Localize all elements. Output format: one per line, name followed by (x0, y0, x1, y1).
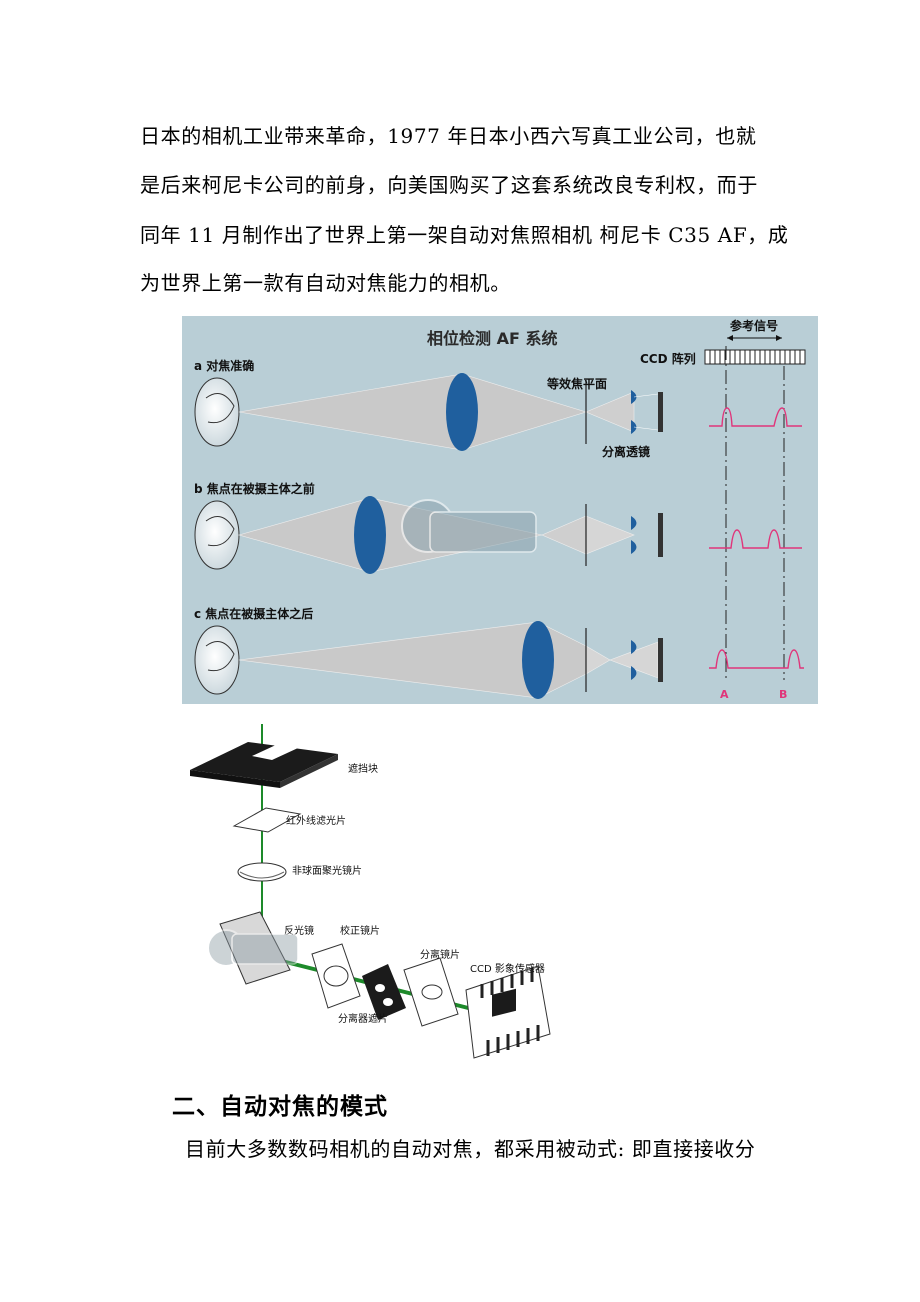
section-heading: 二、自动对焦的模式 (172, 1094, 388, 1120)
arrow-right-icon (776, 335, 782, 341)
reflector-mirror (219, 911, 291, 985)
arrow-left-icon (727, 335, 733, 341)
phase-detection-af-diagram: 相位检测 AF 系统 参考信号 CCD 阵列 A B a 对焦准确 (182, 316, 818, 704)
case-c-label: c 焦点在被摄主体之后 (194, 606, 313, 621)
separator-lens-element (403, 957, 459, 1027)
watermark-logo (401, 499, 537, 553)
ccd-array-label: CCD 阵列 (640, 351, 696, 366)
reference-signal-label: 参考信号 (730, 318, 778, 333)
separator-lens-pair (631, 516, 637, 554)
separator-mask-label: 分离器遮片 (338, 1012, 388, 1025)
correction-lens (311, 943, 361, 1009)
paragraph-line-1: 日本的相机工业带来革命，1977 年日本小西六写真工业公司，也就 (140, 124, 757, 148)
main-lens (354, 496, 386, 574)
separator-mask (362, 964, 406, 1020)
signal-waveform-a (709, 407, 802, 427)
case-b-label: b 焦点在被摄主体之前 (194, 481, 315, 496)
section-body-line: 目前大多数数码相机的自动对焦，都采用被动式: 即直接接收分 (185, 1137, 756, 1161)
case-c-optics (194, 621, 663, 699)
ccd-sensor (658, 513, 663, 557)
paragraph-line-2: 是后来柯尼卡公司的前身，向美国购买了这套系统改良专利权，而于 (140, 173, 758, 197)
af-module-exploded-diagram: 遮挡块 红外线滤光片 非球面聚光镜片 反光镜 校正镜片 分离器遮片 分离镜片 (190, 724, 551, 1059)
main-lens (446, 373, 478, 451)
subject-eye-icon (194, 625, 240, 695)
paragraph-line-4: 为世界上第一款有自动对焦能力的相机。 (140, 271, 511, 295)
shield-label: 遮挡块 (348, 762, 378, 775)
separator-lens-pair (631, 640, 637, 680)
case-a-optics (194, 373, 663, 451)
ccd-image-sensor (465, 965, 551, 1059)
diagram-title: 相位检测 AF 系统 (427, 329, 557, 348)
correction-lens-label: 校正镜片 (340, 924, 380, 937)
label-a: A (720, 688, 729, 701)
ir-filter-label: 红外线滤光片 (286, 814, 346, 827)
paragraph-line-3: 同年 11 月制作出了世界上第一架自动对焦照相机 柯尼卡 C35 AF，成 (140, 223, 789, 247)
separator-lens-label: 分离镜片 (420, 948, 460, 961)
watermark-logo (207, 929, 299, 967)
subject-eye-icon (194, 377, 240, 447)
separator-lens-label: 分离透镜 (602, 444, 650, 459)
case-a-label: a 对焦准确 (194, 358, 254, 373)
signal-waveform-b (709, 529, 802, 549)
shield-block (190, 742, 338, 788)
subject-eye-icon (194, 500, 240, 570)
aspheric-lens-label: 非球面聚光镜片 (292, 864, 362, 877)
ccd-sensor (658, 638, 663, 682)
main-lens (522, 621, 554, 699)
ccd-sensor-label: CCD 影象传感器 (470, 962, 545, 975)
equivalent-focal-plane-label: 等效焦平面 (546, 376, 607, 391)
ccd-array-strip (704, 349, 806, 365)
ir-filter (232, 807, 302, 833)
reflector-label: 反光镜 (284, 924, 314, 937)
label-b: B (779, 688, 787, 701)
separator-lens-pair (631, 390, 637, 434)
ccd-sensor (658, 392, 663, 432)
signal-waveform-c (709, 649, 804, 669)
